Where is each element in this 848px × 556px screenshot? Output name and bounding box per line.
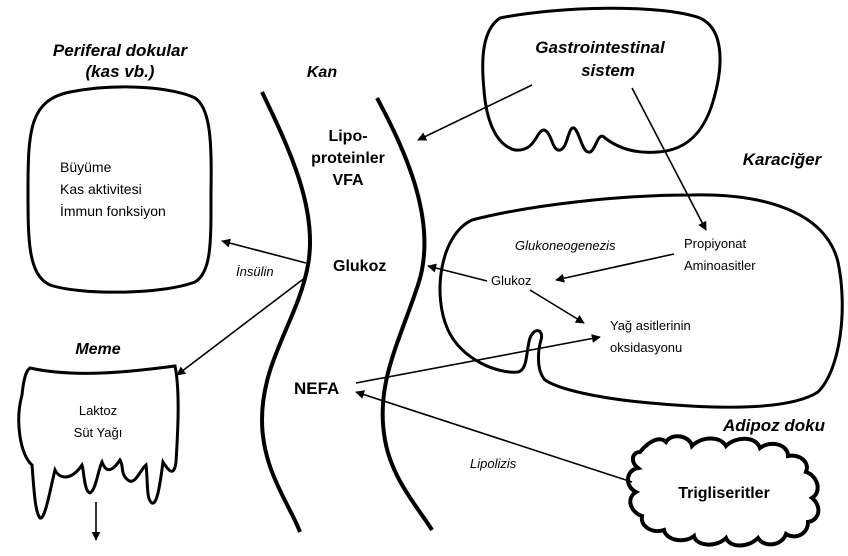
vfa-label: VFA — [332, 172, 364, 189]
blood-vessel-left-wall — [262, 92, 310, 532]
nefa-label: NEFA — [294, 379, 339, 398]
lipoproteins-line1: Lipo- — [328, 128, 367, 145]
liver-title: Karaciğer — [743, 150, 823, 169]
blood-vessel-right-wall — [377, 98, 432, 530]
arrow-glucose-to-fa-oxidation — [530, 290, 584, 323]
gi-title-line1: Gastrointestinal — [535, 38, 666, 57]
lactose-label: Laktoz — [79, 403, 117, 418]
arrow-gi-to-lipoproteins — [418, 85, 532, 140]
gi-title-line2: sistem — [581, 61, 635, 80]
liver-glucose-label: Glukoz — [491, 273, 531, 288]
amino-acids-label: Aminoasitler — [684, 258, 756, 273]
milk-fat-label: Süt Yağı — [74, 425, 123, 440]
arrow-glucose-to-peripheral — [222, 241, 306, 263]
fa-oxidation-line1: Yağ asitlerinin — [610, 318, 691, 333]
adipose-title: Adipoz doku — [722, 416, 826, 435]
gastrointestinal-shape — [483, 8, 720, 152]
propionate-label: Propiyonat — [684, 236, 747, 251]
mammary-title: Meme — [75, 341, 120, 358]
lipoproteins-line2: proteinler — [311, 150, 385, 167]
peripheral-item-growth: Büyüme — [60, 159, 112, 175]
blood-glucose-label: Glukoz — [333, 258, 386, 275]
peripheral-title-line2: (kas vb.) — [86, 62, 155, 81]
arrow-gi-to-propionate — [632, 88, 706, 230]
mammary-shape — [19, 366, 178, 518]
liver-shape — [440, 195, 842, 407]
arrow-liver-glucose-to-blood — [428, 266, 487, 281]
fa-oxidation-line2: oksidasyonu — [610, 340, 682, 355]
blood-title: Kan — [307, 64, 337, 81]
peripheral-item-muscle-activity: Kas aktivitesi — [60, 181, 142, 197]
insulin-label: İnsülin — [236, 264, 274, 279]
arrow-propionate-to-glucose — [556, 254, 674, 280]
peripheral-item-immune-function: İmmun fonksiyon — [60, 202, 166, 219]
lipolysis-label: Lipolizis — [470, 456, 517, 471]
peripheral-title-line1: Periferal dokular — [53, 41, 189, 60]
triglycerides-label: Trigliseritler — [678, 485, 770, 502]
gluconeogenesis-label: Glukoneogenezis — [515, 238, 616, 253]
